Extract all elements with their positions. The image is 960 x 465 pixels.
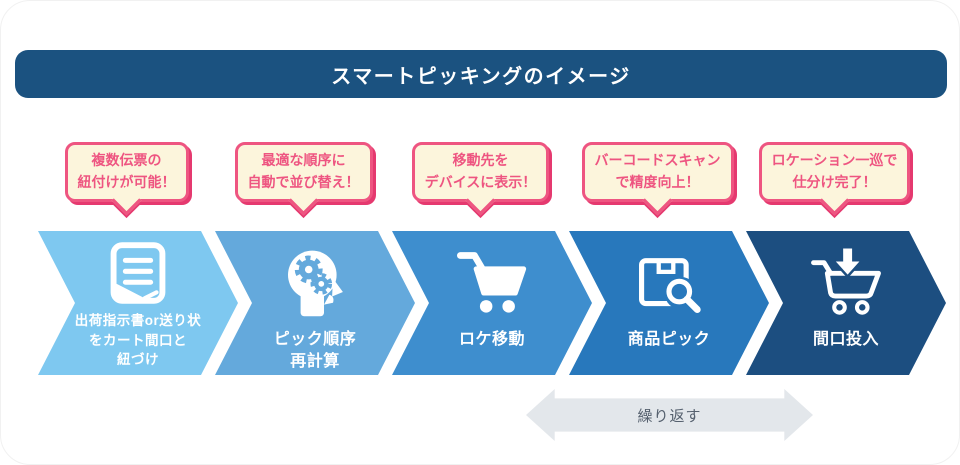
callout-step-4: バーコードスキャン で精度向上！ [569, 142, 746, 230]
callout-step-1: 複数伝票の 紐付けが可能！ [38, 142, 215, 230]
cart-down-arrow-icon [807, 241, 885, 325]
bubble-text: 自動で並び替え！ [247, 174, 360, 190]
step-label: 商品ピック [627, 331, 711, 348]
bubble-text: 複数伝票の [91, 152, 162, 169]
callout-step-5: ロケーション一巡で 仕分け完了！ [746, 142, 923, 230]
box-search-icon [633, 241, 705, 325]
bubble-text: バーコードスキャン [594, 152, 721, 169]
step-chevron-link-slips: 出荷指示書or送り状 をカート間口と 紐づけ [38, 231, 238, 375]
repeat-label: 繰り返す [637, 407, 702, 425]
callout-row: 複数伝票の 紐付けが可能！ 最適な順序に 自動で並び替え！ 移動先を デバイスに… [38, 142, 923, 230]
step-label: ピック順序 再計算 [273, 331, 357, 371]
step-label: 出荷指示書or送り状 をカート間口と 紐づけ [74, 313, 202, 368]
head-gears-icon [279, 241, 351, 325]
step-label: 間口投入 [812, 331, 879, 348]
document-icon [107, 239, 169, 307]
cart-icon [452, 241, 532, 325]
callout-step-2: 最適な順序に 自動で並び替え！ [215, 142, 392, 230]
bubble-text: で精度向上！ [615, 174, 700, 190]
speech-bubble: 最適な順序に 自動で並び替え！ [234, 142, 373, 202]
bubble-text: 最適な順序に [261, 152, 346, 169]
step-chevron-recalc: ピック順序 再計算 [215, 231, 415, 375]
bubble-text: 紐付けが可能！ [77, 174, 176, 190]
bubble-text: デバイスに表示！ [424, 174, 537, 190]
step-label: ロケ移動 [458, 331, 525, 348]
bubble-text: 仕分け完了！ [792, 174, 877, 190]
step-chevron-move: ロケ移動 [392, 231, 592, 375]
callout-step-3: 移動先を デバイスに表示！ [392, 142, 569, 230]
bubble-text: ロケーション一巡で [771, 152, 898, 169]
process-flow: 出荷指示書or送り状 をカート間口と 紐づけ [1, 231, 959, 375]
step-chevron-insert: 間口投入 [746, 231, 946, 375]
repeat-arrow: 繰り返す [526, 389, 813, 441]
page-title: スマートピッキングのイメージ [331, 65, 631, 88]
bubble-text: 移動先を [452, 152, 509, 169]
header-bar: スマートピッキングのイメージ [15, 50, 947, 98]
speech-bubble: 移動先を デバイスに表示！ [411, 142, 550, 202]
step-chevron-pick: 商品ピック [569, 231, 769, 375]
